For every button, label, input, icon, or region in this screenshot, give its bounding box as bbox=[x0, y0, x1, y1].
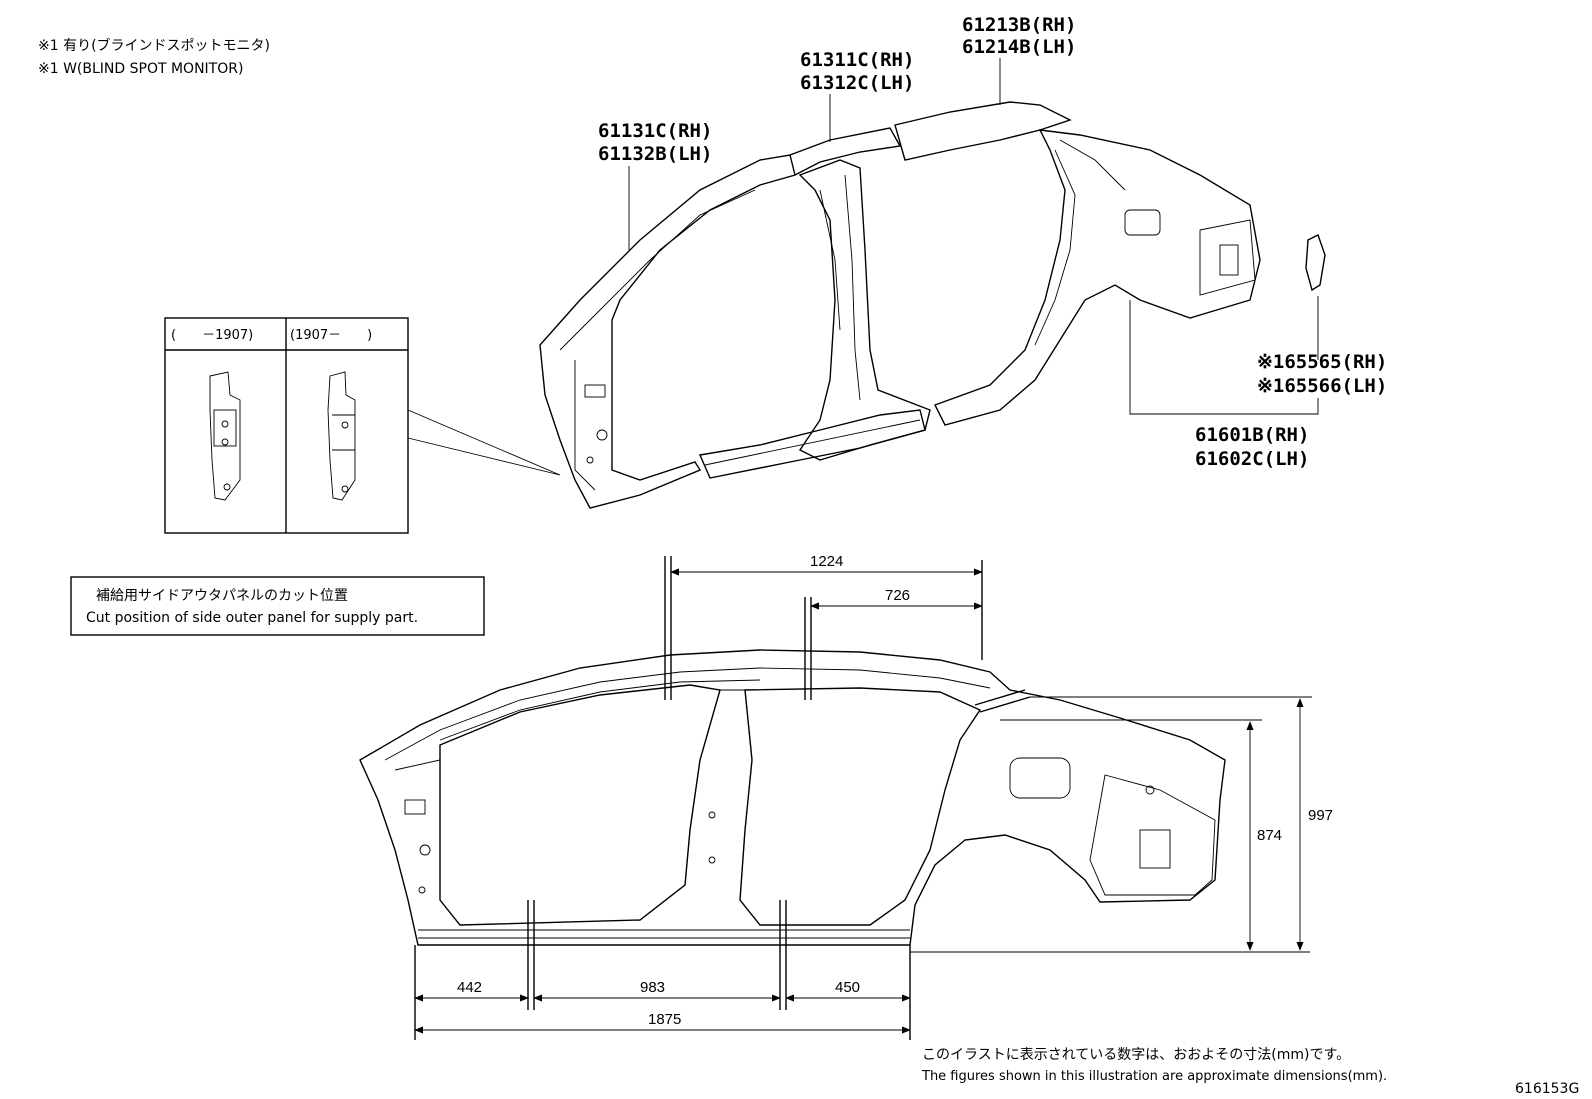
exploded-side-panel bbox=[539, 101, 1326, 509]
inset-detail bbox=[164, 317, 561, 534]
cut-position-box bbox=[70, 576, 485, 636]
dim-997: 997 bbox=[1308, 807, 1333, 824]
footer-en: The figures shown in this illustration a… bbox=[921, 1069, 1387, 1084]
part-65566: ※165566(LH) bbox=[1257, 375, 1387, 397]
part-61601b: 61601B(RH) bbox=[1195, 424, 1309, 446]
note-en: ※1 W(BLIND SPOT MONITOR) bbox=[38, 61, 243, 77]
part-61602c: 61602C(LH) bbox=[1195, 448, 1309, 470]
inset-left-header: ( －1907) bbox=[171, 328, 253, 343]
assembled-side-panel bbox=[359, 649, 1226, 946]
dim-442: 442 bbox=[457, 979, 482, 996]
part-61132b: 61132B(LH) bbox=[598, 143, 712, 165]
note-jp: ※1 有り(ブラインドスポットモニタ) bbox=[38, 37, 270, 54]
part-65565: ※165565(RH) bbox=[1257, 351, 1387, 373]
dim-726: 726 bbox=[885, 587, 910, 604]
cut-box-en: Cut position of side outer panel for sup… bbox=[86, 610, 418, 626]
dim-1875: 1875 bbox=[648, 1011, 681, 1028]
part-61312c: 61312C(LH) bbox=[800, 72, 914, 94]
part-61131c: 61131C(RH) bbox=[598, 120, 712, 142]
dim-1224: 1224 bbox=[810, 553, 843, 570]
dimension-lines bbox=[414, 568, 1312, 1034]
cut-lines bbox=[414, 556, 1031, 1040]
illustration-code: 616153G bbox=[1515, 1081, 1579, 1097]
part-61214b: 61214B(LH) bbox=[962, 36, 1076, 58]
leader-lines bbox=[628, 58, 1319, 415]
cut-box-jp: 補給用サイドアウタパネルのカット位置 bbox=[96, 588, 348, 604]
part-61311c: 61311C(RH) bbox=[800, 49, 914, 71]
dim-983: 983 bbox=[640, 979, 665, 996]
dim-450: 450 bbox=[835, 979, 860, 996]
part-61213b: 61213B(RH) bbox=[962, 14, 1076, 36]
inset-right-header: (1907－ ) bbox=[290, 328, 372, 343]
footer-jp: このイラストに表示されている数字は、おおよその寸法(mm)です。 bbox=[922, 1047, 1350, 1063]
dim-874: 874 bbox=[1257, 827, 1282, 844]
